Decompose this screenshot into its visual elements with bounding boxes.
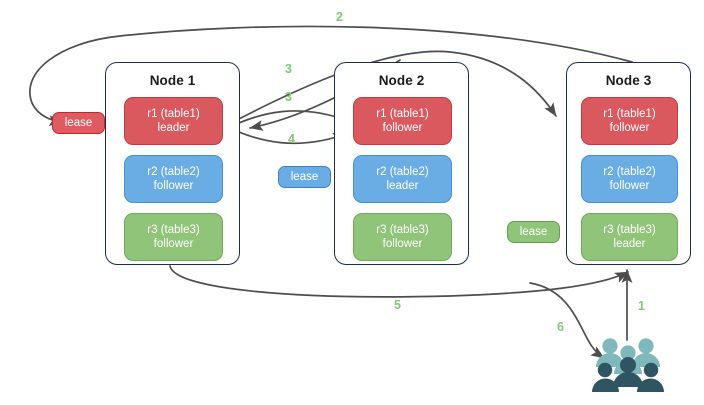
step-label-5: 5 bbox=[394, 298, 401, 312]
replica-n1-r3-role: follower bbox=[153, 238, 194, 250]
replica-n3-r1-name: r1 (table1) bbox=[603, 108, 656, 120]
node-1[interactable]: Node 1 r1 (table1) leader r2 (table2) fo… bbox=[105, 62, 240, 265]
replica-n1-r3[interactable]: r3 (table3) follower bbox=[124, 213, 223, 261]
replica-n2-r2-role: leader bbox=[386, 180, 419, 192]
lease-red[interactable]: lease bbox=[52, 112, 105, 134]
lease-green[interactable]: lease bbox=[507, 221, 560, 243]
replica-n1-r1-name: r1 (table1) bbox=[147, 108, 200, 120]
step-label-1: 1 bbox=[638, 299, 645, 313]
replica-n1-r2[interactable]: r2 (table2) follower bbox=[124, 155, 223, 203]
replica-n3-r2-role: follower bbox=[609, 180, 650, 192]
replica-n1-r1[interactable]: r1 (table1) leader bbox=[124, 97, 223, 145]
replica-n2-r3-role: follower bbox=[382, 238, 423, 250]
replica-n3-r3-name: r3 (table3) bbox=[603, 224, 656, 236]
lease-green-label: lease bbox=[519, 226, 548, 238]
replica-n2-r3[interactable]: r3 (table3) follower bbox=[353, 213, 452, 261]
step-label-4: 4 bbox=[288, 132, 295, 146]
step-label-3a: 3 bbox=[285, 62, 292, 76]
node-2-title: Node 2 bbox=[378, 73, 425, 88]
lease-blue[interactable]: lease bbox=[278, 166, 331, 188]
replica-n3-r2[interactable]: r2 (table2) follower bbox=[581, 155, 678, 203]
node-3-title: Node 3 bbox=[605, 73, 652, 88]
replica-n3-r3[interactable]: r3 (table3) leader bbox=[581, 213, 678, 261]
replica-n2-r2-name: r2 (table2) bbox=[376, 166, 429, 178]
arrow-step-6 bbox=[529, 282, 605, 359]
replica-n3-r1[interactable]: r1 (table1) follower bbox=[581, 97, 678, 145]
arrow-step-5 bbox=[169, 265, 629, 298]
replica-n1-r2-role: follower bbox=[153, 180, 194, 192]
replica-n1-r1-role: leader bbox=[157, 122, 190, 134]
arrow-step-2 bbox=[29, 25, 633, 127]
arrow-step-3-upper bbox=[217, 50, 557, 131]
replica-n3-r1-role: follower bbox=[609, 122, 650, 134]
replica-n2-r1-role: follower bbox=[382, 122, 423, 134]
lease-red-label: lease bbox=[64, 117, 93, 129]
users-icon bbox=[592, 338, 664, 392]
node-2[interactable]: Node 2 r1 (table1) follower r2 (table2) … bbox=[334, 62, 469, 265]
replica-n2-r1[interactable]: r1 (table1) follower bbox=[353, 97, 452, 145]
replica-n2-r1-name: r1 (table1) bbox=[376, 108, 429, 120]
replica-n1-r2-name: r2 (table2) bbox=[147, 166, 200, 178]
replica-n2-r3-name: r3 (table3) bbox=[376, 224, 429, 236]
step-label-3b: 3 bbox=[285, 90, 292, 104]
arrow-step-4-in bbox=[221, 110, 347, 132]
replica-n2-r2[interactable]: r2 (table2) leader bbox=[353, 155, 452, 203]
replica-n3-r3-role: leader bbox=[613, 238, 646, 250]
replica-n3-r2-name: r2 (table2) bbox=[603, 166, 656, 178]
node-3[interactable]: Node 3 r1 (table1) follower r2 (table2) … bbox=[566, 62, 691, 265]
lease-blue-label: lease bbox=[290, 171, 319, 183]
step-label-6: 6 bbox=[557, 320, 564, 334]
node-1-title: Node 1 bbox=[149, 73, 196, 88]
replica-n1-r3-name: r3 (table3) bbox=[147, 224, 200, 236]
step-label-2: 2 bbox=[336, 10, 343, 24]
